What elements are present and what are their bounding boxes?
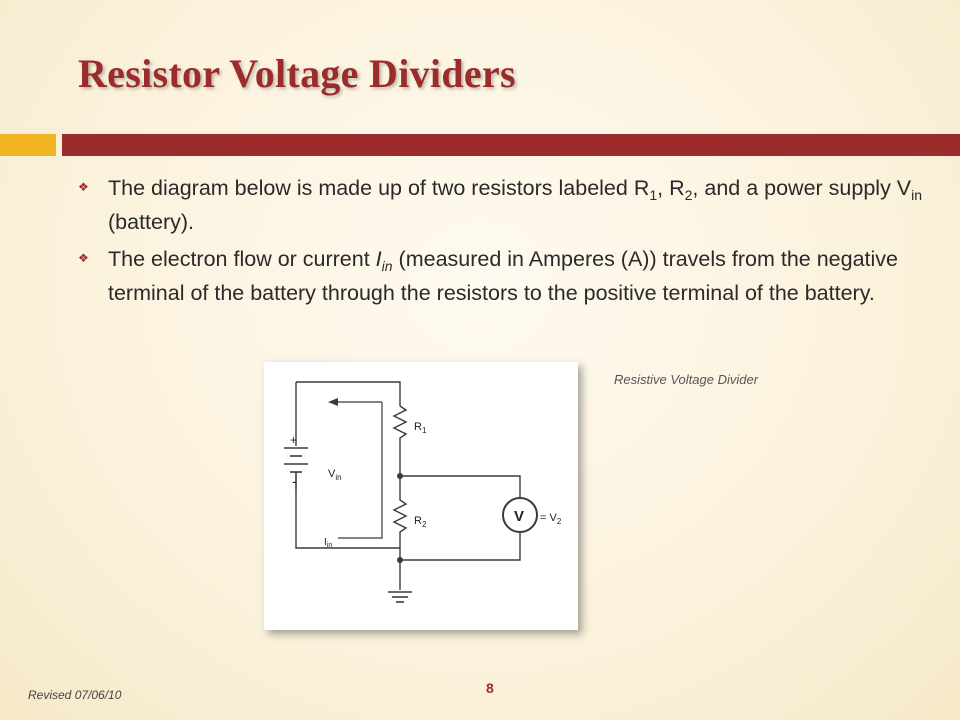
label-vin: Vin — [328, 468, 342, 482]
figure-caption: Resistive Voltage Divider — [614, 372, 759, 387]
ground-icon — [388, 591, 412, 603]
resistor-r2 — [392, 476, 408, 560]
arrow-head-icon — [328, 398, 338, 406]
wire-left-lower — [295, 490, 400, 549]
title-accent-bar — [0, 134, 56, 156]
wire-bottom-right — [400, 532, 521, 561]
label-plus: + — [290, 433, 297, 447]
wire-top — [296, 381, 401, 406]
revision-date: Revised 07/06/10 — [28, 688, 122, 702]
junction-dot — [397, 473, 403, 479]
resistor-r1 — [392, 405, 408, 476]
label-r1: R1 — [414, 421, 427, 435]
battery-icon — [284, 447, 308, 490]
wire-mid-right — [400, 475, 521, 498]
label-minus: - — [292, 473, 297, 489]
bullet-item: ❖ The diagram below is made up of two re… — [78, 176, 923, 234]
bullet-item: ❖ The electron flow or current Iin (meas… — [78, 247, 899, 305]
voltmeter-label: V — [514, 508, 524, 525]
slide-title: Resistor Voltage Dividers — [78, 51, 516, 96]
label-iin: Iin — [324, 537, 332, 549]
junction-dot — [397, 557, 403, 563]
page-number: 8 — [486, 680, 494, 696]
current-path — [338, 402, 383, 539]
voltmeter-icon — [502, 497, 538, 533]
diamond-bullet-icon: ❖ — [78, 180, 89, 194]
label-v2: = V2 — [540, 512, 562, 526]
circuit-diagram: V R1 R2 Vin Iin = V2 + - — [264, 362, 578, 630]
label-r2: R2 — [414, 515, 427, 529]
bullet-list: ❖ The diagram below is made up of two re… — [78, 175, 948, 317]
title-rule — [62, 134, 960, 156]
diamond-bullet-icon: ❖ — [78, 251, 89, 265]
